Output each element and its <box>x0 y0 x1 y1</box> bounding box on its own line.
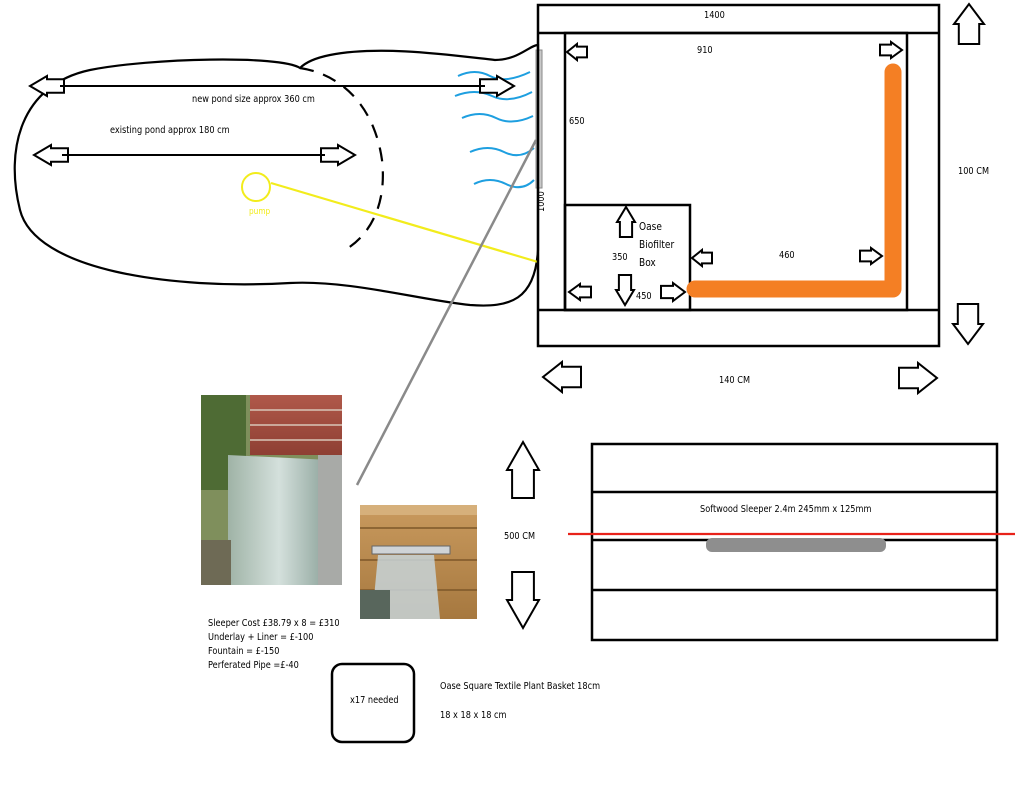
new-pond-size-label: new pond size approx 360 cm <box>192 94 315 105</box>
arrow-up-icon <box>505 439 541 499</box>
arrow-right-icon <box>660 281 687 303</box>
arrow-left-icon <box>690 247 713 269</box>
sleeper-height-label: 500 CM <box>504 531 536 542</box>
sleeper-name-label: Softwood Sleeper 2.4m 245mm x 125mm <box>700 504 872 515</box>
biofilter-name-line3: Box <box>639 256 656 269</box>
arrow-up-icon <box>615 205 637 238</box>
cost-line-3: Fountain = £-150 <box>208 646 280 657</box>
arrow-down-icon <box>505 571 541 631</box>
frame-outer <box>536 3 941 348</box>
pipe-length-label: 460 <box>779 250 795 261</box>
arrow-left-icon <box>28 74 65 98</box>
arrow-right-icon <box>859 246 884 266</box>
frame-right-dimension: 100 CM <box>958 166 990 177</box>
arrow-left-icon <box>32 143 69 167</box>
arrow-right-icon <box>320 143 357 167</box>
pump-label: pump <box>249 207 271 217</box>
cost-line-1: Sleeper Cost £38.79 x 8 = £310 <box>208 618 340 629</box>
cost-line-2: Underlay + Liner = £-100 <box>208 632 314 643</box>
frame-inner-dimension: 910 <box>697 45 713 56</box>
plant-basket-icon <box>330 662 416 744</box>
basket-size-label: 18 x 18 x 18 cm <box>440 710 507 721</box>
frame-bottom-dimension: 140 CM <box>719 375 751 386</box>
biofilter-width-label: 450 <box>636 291 652 302</box>
arrow-left-icon <box>541 359 582 395</box>
arrow-right-icon <box>879 40 904 60</box>
frame-left-dimension: 650 <box>569 116 585 127</box>
dimension-arrows <box>28 2 986 631</box>
biofilter-box <box>563 203 692 312</box>
frame-inner <box>563 31 909 312</box>
existing-pond-outline <box>299 66 384 251</box>
new-pond-outline <box>13 43 540 307</box>
frame-top-dimension: 1400 <box>704 10 725 21</box>
waterfall-photo <box>201 395 342 585</box>
biofilter-name-line2: Biofilter <box>639 238 675 251</box>
arrow-left-icon <box>567 282 592 302</box>
arrow-down-icon <box>614 274 636 307</box>
basket-name-label: Oase Square Textile Plant Basket 18cm <box>440 681 601 692</box>
perforated-pipe <box>686 63 902 298</box>
sleeper-blade-photo <box>360 505 477 619</box>
basket-count-label: x17 needed <box>350 695 399 706</box>
arrow-down-icon <box>951 303 985 346</box>
frame-side-dimension: 1000 <box>536 191 547 212</box>
arrow-right-icon <box>898 360 939 396</box>
blade-pointer <box>355 139 538 486</box>
biofilter-name-line1: Oase <box>639 220 662 233</box>
pump-icon <box>241 172 271 202</box>
arrow-right-icon <box>479 74 516 98</box>
sleeper-blade <box>706 538 886 552</box>
pump-hose <box>270 181 539 264</box>
arrow-left-icon <box>565 41 588 63</box>
water-ripples-icon <box>454 71 535 189</box>
biofilter-height-label: 350 <box>612 252 628 263</box>
pond-span-lines <box>60 85 485 156</box>
sleeper-stack <box>590 442 999 642</box>
arrow-up-icon <box>952 2 986 45</box>
cost-line-4: Perferated Pipe =£-40 <box>208 660 299 671</box>
existing-pond-size-label: existing pond approx 180 cm <box>110 125 230 136</box>
